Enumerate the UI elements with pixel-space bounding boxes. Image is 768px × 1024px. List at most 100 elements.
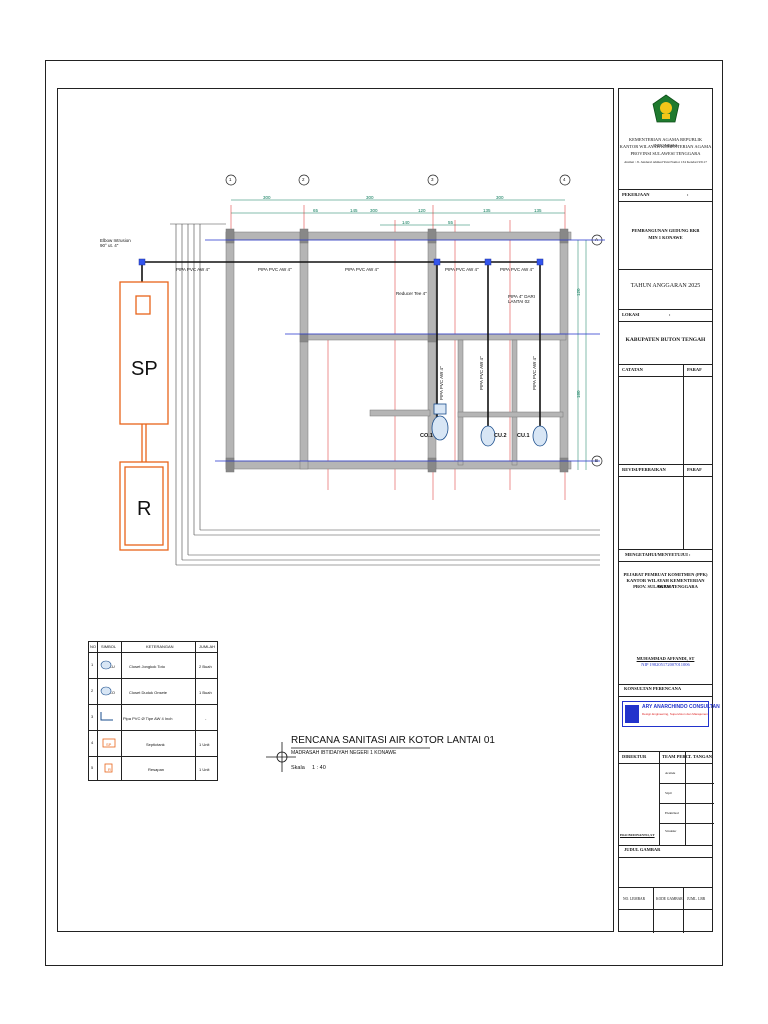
dim-row2-4: 120: [418, 208, 426, 213]
dim-right-2: 180: [576, 390, 581, 398]
legend-row-code: CO: [109, 690, 115, 695]
pejabat-line-2: KANTOR WILAYAH KEMENTERIAN AGAMA: [626, 578, 705, 589]
legend-row-no: 2: [91, 688, 94, 693]
agency-line-2: KANTOR WILAYAH KEMENTERIAN AGAMA: [619, 144, 712, 149]
consultant-name: ARY ANARCHINDO CONSULTAN: [642, 704, 720, 710]
official-nip: NIP 198205172007011006: [641, 662, 690, 667]
label-pipe-5: PIPA PVC AW 4": [500, 267, 534, 272]
legend-header-keterangan: KETERANGAN: [146, 644, 174, 649]
director-name: EKO BUDIYANTO, ST: [620, 833, 655, 837]
label-cu1: CU.1: [517, 433, 530, 439]
pekerjaan-line-2: MIN 1 KONAWE: [648, 235, 683, 240]
legend-row-desc: Resapan: [148, 767, 165, 772]
pekerjaan-line-1: PEMBANGUNAN GEDUNG RKB: [631, 228, 700, 233]
konsultan-label: KONSULTAN PERENCANA: [624, 686, 682, 691]
label-pipe-1: PIPA PVC AW 4": [176, 267, 210, 272]
legend-row-no: 5: [91, 765, 94, 770]
label-pipe-2: PIPA PVC AW 4": [258, 267, 292, 272]
toilet-fixtures: [431, 403, 548, 447]
grid-label-4: 4: [563, 177, 566, 182]
legend-row-code: CU: [109, 664, 115, 669]
pipe-fittings: [138, 258, 544, 266]
team-role-sipil: Sipil: [665, 791, 672, 795]
septictank-box: [119, 281, 169, 551]
grid-label-b: B: [595, 458, 599, 463]
label-pipe-3: PIPA PVC AW 4": [345, 267, 379, 272]
sewage-pipes: [141, 261, 542, 430]
legend-table: NO SIMBOL KETERANGAN JUMLAH 1 CU Closet …: [88, 641, 218, 781]
legend-symbols: [100, 660, 116, 773]
title-block: KEMENTERIAN AGAMA REPUBLIK INDONESIA KAN…: [618, 88, 720, 933]
grid-axes: [225, 174, 603, 467]
consultant-tagline: Design Engineering, Supervision dan Mana…: [642, 712, 708, 716]
grid-label-a: A: [595, 237, 599, 242]
drawing-frame: [57, 88, 614, 932]
no-lembar-label: NO. LEMBAR: [623, 897, 645, 901]
dim-row2-3: 300: [370, 208, 378, 213]
ttangan-label: T. TANGAN: [688, 754, 713, 759]
legend-header-no: NO: [90, 644, 96, 649]
judul-label: JUDUL GAMBAR: [624, 847, 661, 852]
dim-row2-5: 135: [483, 208, 491, 213]
paraf-label-1: PARAF: [687, 367, 702, 372]
legend-row-no: 3: [91, 714, 94, 719]
legend-row-qty: 2 Buah: [199, 664, 212, 669]
legend-row-desc: Septictank: [146, 742, 165, 747]
kode-gambar-label: KODE GAMBAR: [656, 897, 683, 901]
label-sp: SP: [131, 358, 158, 380]
direktur-label: DIREKTUR: [622, 754, 647, 759]
label-vpipe-2: PIPA PVC AW 4": [479, 356, 484, 390]
label-pipa-dari: PIPA 4" DARI LANTAI 02: [508, 294, 536, 304]
consultant-logo: ARY ANARCHINDO CONSULTAN Design Engineer…: [622, 701, 720, 727]
lokasi-value: KABUPATEN BUTON TENGAH: [625, 337, 706, 343]
blue-axis-lines: [205, 239, 605, 462]
legend-row-desc: Closet Jongkok Toto: [129, 664, 165, 669]
team-role-arsitek: Arsitek: [665, 771, 676, 775]
revisi-label: REVISI/PERBAIKAN: [622, 467, 666, 472]
mengetahui-label: MENGETAHUI/MENYETUJUI :: [625, 552, 691, 557]
agency-line-1: KEMENTERIAN AGAMA REPUBLIK INDONESIA: [628, 137, 703, 148]
label-elbow: Elbow Intrusion 90° ut. 4": [100, 238, 131, 248]
dim-right-1: 120: [576, 288, 581, 296]
team-label: TEAM PERC.: [662, 754, 690, 759]
legend-row-qty: 1 Buah: [199, 690, 212, 695]
dim-top-1: 300: [263, 195, 271, 200]
label-vpipe-1: PIPA PVC AW 4": [439, 366, 444, 400]
drawing-title: RENCANA SANITASI AIR KOTOR LANTAI 01: [291, 735, 495, 746]
ministry-emblem: [652, 94, 680, 123]
legend-row-qty: 1 Unit: [199, 742, 210, 747]
legend-row-code: SP: [106, 742, 112, 747]
consultant-logo-mark: [625, 705, 639, 723]
lokasi-label: LOKASI: [622, 312, 640, 317]
drawing-subtitle: MADRASAH IBTIDAIYAH NEGERI 1 KONAWE: [291, 750, 397, 756]
official-name: MUHAMMAD AFFANDI, ST: [636, 656, 695, 661]
scale-label: Skala: [291, 765, 305, 771]
label-pipe-4: PIPA PVC AW 4": [445, 267, 479, 272]
dim-row2-1: 65: [313, 208, 319, 213]
label-vpipe-3: PIPA PVC AW 4": [532, 356, 537, 390]
pejabat-line-1: PEJABAT PEMBUAT KOMITMEN (PPK): [623, 572, 708, 577]
legend-row-qty: -: [205, 716, 207, 721]
dim-row3-2: 55: [448, 220, 454, 225]
tahun-anggaran: TAHUN ANGGARAN 2025: [630, 283, 701, 289]
legend-header-jumlah: JUMLAH: [199, 644, 216, 649]
legend-row-no: 1: [91, 662, 94, 667]
legend-row-no: 4: [91, 740, 94, 745]
grid-label-1: 1: [229, 177, 232, 182]
dim-top-2: 300: [366, 195, 374, 200]
agency-address: Alamat : Jl. Jenderal Ahmad Yani Nomor 1…: [624, 160, 707, 164]
legend-row-qty: 1 Unit: [199, 767, 210, 772]
dim-top-3: 300: [496, 195, 504, 200]
sheet-outer-frame: [45, 60, 723, 966]
grid-label-2: 2: [302, 177, 305, 182]
dim-row2-6: 135: [534, 208, 542, 213]
title-marker: [266, 742, 430, 772]
juml-lbr-label: JUML. LBR: [687, 897, 706, 901]
label-cu2: CU.2: [494, 433, 507, 439]
agency-line-3: PROVINSI SULAWESI TENGGARA: [630, 151, 701, 156]
team-role-struktur: Struktur: [665, 829, 677, 833]
walls: [225, 228, 572, 473]
legend-header-simbol: SIMBOL: [101, 644, 117, 649]
catatan-label: CATATAN: [622, 367, 643, 372]
